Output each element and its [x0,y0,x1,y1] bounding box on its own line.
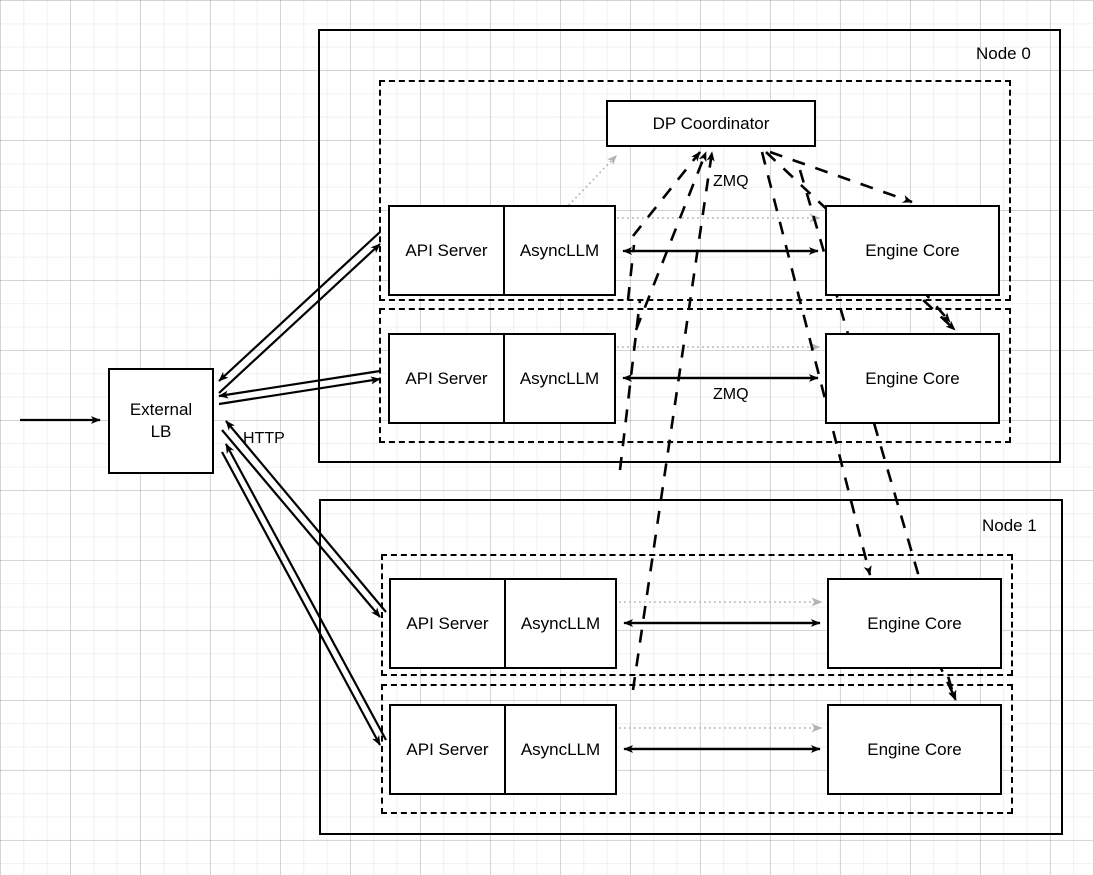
api-server-cell-n0g2[interactable]: API Server [390,335,505,422]
node-0-label: Node 0 [976,44,1031,63]
asyncllm-cell-n0g2[interactable]: AsyncLLM [519,368,600,388]
asyncllm-cell-n0g1[interactable]: AsyncLLM [519,240,600,260]
dp-coordinator-label: DP Coordinator [652,113,770,133]
external-lb-box[interactable]: External LB [108,368,214,474]
frontend-box-n1g1[interactable]: API Server AsyncLLM [389,578,617,669]
frontend-box-n0g1[interactable]: API Server AsyncLLM [388,205,616,296]
engine-core-box-n1g2[interactable]: Engine Core [827,704,1002,795]
engine-core-label-n1g1: Engine Core [867,613,962,633]
asyncllm-cell-n1g2[interactable]: AsyncLLM [520,739,601,759]
zmq-label-mid: ZMQ [713,386,749,403]
engine-core-box-n1g1[interactable]: Engine Core [827,578,1002,669]
node-0-dp-group-2 [379,308,1011,443]
http-label: HTTP [243,430,285,447]
node-0-dp-group-1 [379,80,1011,301]
frontend-box-n1g2[interactable]: API Server AsyncLLM [389,704,617,795]
engine-core-box-n0g2[interactable]: Engine Core [825,333,1000,424]
api-server-cell-n1g2[interactable]: API Server [391,706,506,793]
engine-core-box-n0g1[interactable]: Engine Core [825,205,1000,296]
engine-core-label-n0g2: Engine Core [865,368,960,388]
node-1-container [319,499,1063,835]
engine-core-label-n0g1: Engine Core [865,240,960,260]
node-0-container [318,29,1061,463]
dp-coordinator-box[interactable]: DP Coordinator [606,100,816,147]
engine-core-label-n1g2: Engine Core [867,739,962,759]
api-server-cell-n1g1[interactable]: API Server [391,580,506,667]
zmq-label-top: ZMQ [713,173,749,190]
node-1-label: Node 1 [982,516,1037,535]
node-1-dp-group-2 [381,684,1013,814]
frontend-box-n0g2[interactable]: API Server AsyncLLM [388,333,616,424]
asyncllm-cell-n1g1[interactable]: AsyncLLM [520,613,601,633]
node-1-dp-group-1 [381,554,1013,676]
external-lb-label: External LB [129,400,193,441]
api-server-cell-n0g1[interactable]: API Server [390,207,505,294]
